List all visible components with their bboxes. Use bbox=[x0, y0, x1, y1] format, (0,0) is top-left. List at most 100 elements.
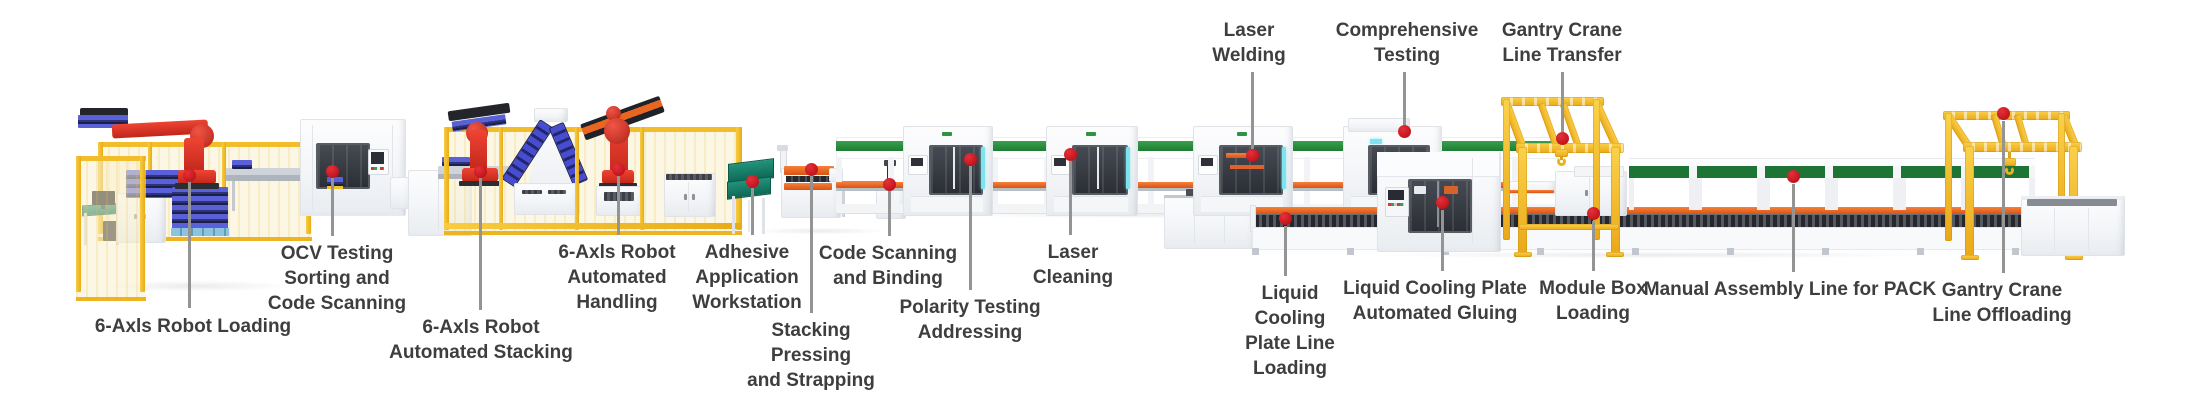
leader-line-comprehensive-testing bbox=[1403, 72, 1406, 125]
robot-joint bbox=[604, 118, 630, 144]
lcp-roller-conveyor-top bbox=[1252, 207, 1384, 214]
leader-line-adhesive-workstation bbox=[751, 188, 754, 235]
machine-base-shadow bbox=[303, 212, 403, 216]
cabinet-seam bbox=[1194, 200, 1195, 244]
gantry2-post bbox=[2058, 113, 2065, 241]
station-marker-lcp-line-loading bbox=[1279, 212, 1292, 225]
lift-base-cabinet bbox=[514, 183, 580, 215]
station-marker-laser-welding bbox=[1246, 149, 1259, 162]
hmi-screen bbox=[371, 152, 384, 164]
station-label-automated-stacking: 6-Axls Robot Automated Stacking bbox=[389, 317, 573, 363]
cyan-light-strip bbox=[1282, 147, 1286, 189]
door-split bbox=[1097, 147, 1099, 189]
manual-line-green-tops bbox=[1629, 166, 2035, 178]
cabinet-handle bbox=[1585, 190, 1588, 196]
gantry1-front-rail bbox=[1516, 143, 1624, 153]
leader-line-gantry-transfer bbox=[1561, 72, 1564, 132]
leader-line-automated-handling bbox=[617, 176, 620, 235]
vent bbox=[666, 174, 712, 180]
conveyor-feet bbox=[1252, 248, 2043, 255]
gantry1-post bbox=[1611, 147, 1620, 255]
leader-line-lcp-gluing bbox=[1441, 210, 1444, 271]
gantry1-mid-beam bbox=[1519, 224, 1619, 230]
crane-hook bbox=[1557, 157, 1566, 166]
robot-base-plate bbox=[175, 183, 219, 189]
station-marker-six-axis-robot-loading bbox=[183, 169, 196, 182]
station-marker-adhesive-workstation bbox=[746, 175, 759, 188]
station-label-automated-handling: 6-Axls Robot Automated Handling bbox=[558, 242, 676, 313]
gantry2-front-rail bbox=[1963, 142, 2082, 152]
battery-tray bbox=[442, 157, 470, 166]
station-marker-polarity-testing bbox=[964, 153, 977, 166]
transfer-conveyor-side bbox=[226, 175, 314, 181]
ground-shadow bbox=[725, 226, 915, 236]
ground-shadow bbox=[1252, 250, 2052, 260]
table-leg bbox=[762, 198, 765, 234]
fence-bottom-rail bbox=[444, 223, 742, 229]
station-marker-lcp-gluing bbox=[1436, 196, 1449, 209]
door-split bbox=[953, 147, 955, 189]
hmi-buttons bbox=[371, 167, 384, 170]
panel-screen bbox=[1388, 190, 1404, 200]
fence-post bbox=[76, 156, 81, 292]
robot-gripper bbox=[80, 108, 128, 117]
gantry1-foot bbox=[1606, 252, 1624, 257]
cabinet-seam bbox=[1224, 200, 1225, 244]
robot-forearm bbox=[184, 138, 204, 174]
station-label-gantry-transfer: Gantry Crane Line Transfer bbox=[1501, 20, 1623, 66]
leader-line-automated-stacking bbox=[479, 178, 482, 310]
enclosure-window bbox=[1072, 145, 1128, 195]
gluing-machine-top-band bbox=[1377, 152, 1499, 177]
station-marker-code-scanning-binding bbox=[883, 178, 896, 191]
gantry2-foot bbox=[1961, 255, 1979, 260]
conveyor-base bbox=[1252, 227, 2045, 250]
safety-fence-front bbox=[76, 156, 146, 301]
welder-equipment bbox=[1230, 165, 1264, 169]
station-marker-gantry-offloading bbox=[1997, 107, 2010, 120]
press-plates bbox=[786, 176, 832, 182]
fence-post bbox=[575, 127, 579, 230]
cabinet-seam bbox=[1589, 176, 1590, 210]
press-orange-rail bbox=[784, 183, 832, 190]
station-label-polarity-testing: Polarity Testing Addressing bbox=[899, 297, 1041, 343]
station-marker-gantry-transfer bbox=[1556, 132, 1569, 145]
mast-head bbox=[777, 145, 788, 151]
station-label-lcp-gluing: Liquid Cooling Plate Automated Gluing bbox=[1343, 278, 1527, 324]
station-label-gantry-offloading: Gantry Crane Line Offloading bbox=[1932, 280, 2072, 326]
logo-mark bbox=[1237, 132, 1247, 136]
main-roller-conveyor bbox=[1497, 214, 2043, 228]
station-label-manual-assembly: Manual Assembly Line for PACK bbox=[1643, 279, 1937, 300]
machine-seam bbox=[312, 125, 313, 210]
leader-line-ocv-testing bbox=[331, 178, 334, 236]
transfer-conveyor bbox=[226, 168, 314, 175]
station-label-code-scanning-binding: Code Scanning and Binding bbox=[818, 243, 958, 289]
manual-line-canopy bbox=[1629, 158, 2035, 168]
cabinet-seam bbox=[438, 174, 439, 230]
station-label-six-axis-robot-loading: 6-Axls Robot Loading bbox=[94, 316, 292, 337]
hmi-screen bbox=[1201, 158, 1213, 166]
enclosure-window bbox=[929, 145, 983, 195]
pallet bbox=[171, 228, 229, 236]
station-marker-automated-handling bbox=[612, 163, 625, 176]
leader-line-gantry-offloading bbox=[2002, 121, 2005, 273]
robot-pedestal bbox=[596, 186, 644, 216]
robot-wrist bbox=[606, 106, 621, 121]
glue-module bbox=[1444, 186, 1458, 194]
fence-post bbox=[640, 127, 644, 230]
logo-mark bbox=[942, 132, 952, 136]
welder-equipment bbox=[1226, 153, 1252, 158]
station-label-laser-welding: Laser Welding bbox=[1212, 20, 1286, 66]
ocv-window bbox=[316, 143, 370, 189]
cell-under-test-stripe bbox=[327, 186, 343, 189]
container-rim bbox=[2021, 196, 2123, 200]
cyan-logo bbox=[1370, 139, 1382, 144]
fence-post bbox=[140, 156, 145, 292]
gantry2-foot bbox=[2065, 255, 2083, 260]
leader-line-laser-cleaning bbox=[1069, 161, 1072, 235]
station-label-laser-cleaning: Laser Cleaning bbox=[1032, 242, 1114, 288]
safety-fence-stacking-cell bbox=[444, 127, 742, 235]
lcp-roller-conveyor bbox=[1252, 214, 1384, 228]
leader-line-module-box-loading bbox=[1592, 221, 1595, 271]
cabinet-handle bbox=[692, 194, 695, 200]
vent bbox=[522, 190, 542, 194]
